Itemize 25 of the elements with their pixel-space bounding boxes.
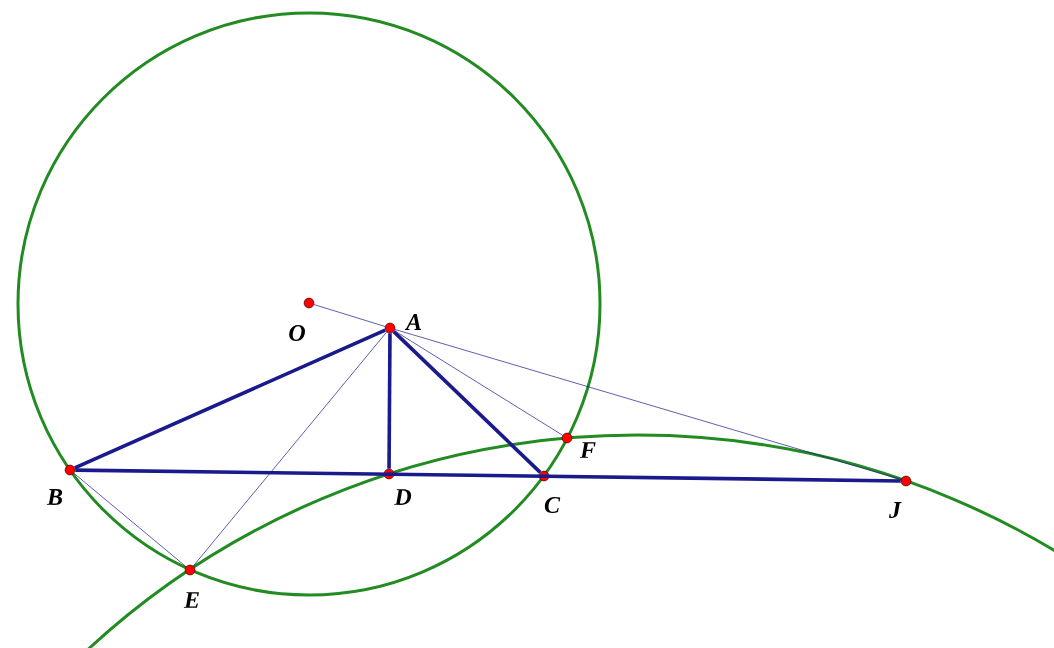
line-segment (392, 330, 542, 474)
node-label: B (46, 489, 63, 505)
node-label: C (544, 496, 561, 514)
node-label: E (183, 592, 199, 608)
line-segment (75, 468, 901, 483)
point: D (383, 468, 412, 505)
point: J (888, 475, 912, 518)
line-segment (394, 330, 563, 436)
node-label: D (394, 489, 412, 505)
line-segment (73, 473, 187, 567)
point: O (289, 297, 315, 342)
line-segment (74, 328, 386, 470)
point: A (384, 314, 422, 334)
point: E (183, 564, 199, 608)
point: B (46, 464, 76, 505)
line-segment (394, 329, 902, 480)
line-segment (193, 331, 387, 567)
line-segment (313, 304, 386, 327)
node-label: F (579, 442, 596, 458)
node-label: O (289, 324, 305, 342)
node-label: J (888, 502, 902, 518)
line-segment (387, 333, 392, 469)
point: C (538, 470, 561, 514)
point: F (561, 432, 596, 458)
node-label: A (404, 314, 422, 330)
